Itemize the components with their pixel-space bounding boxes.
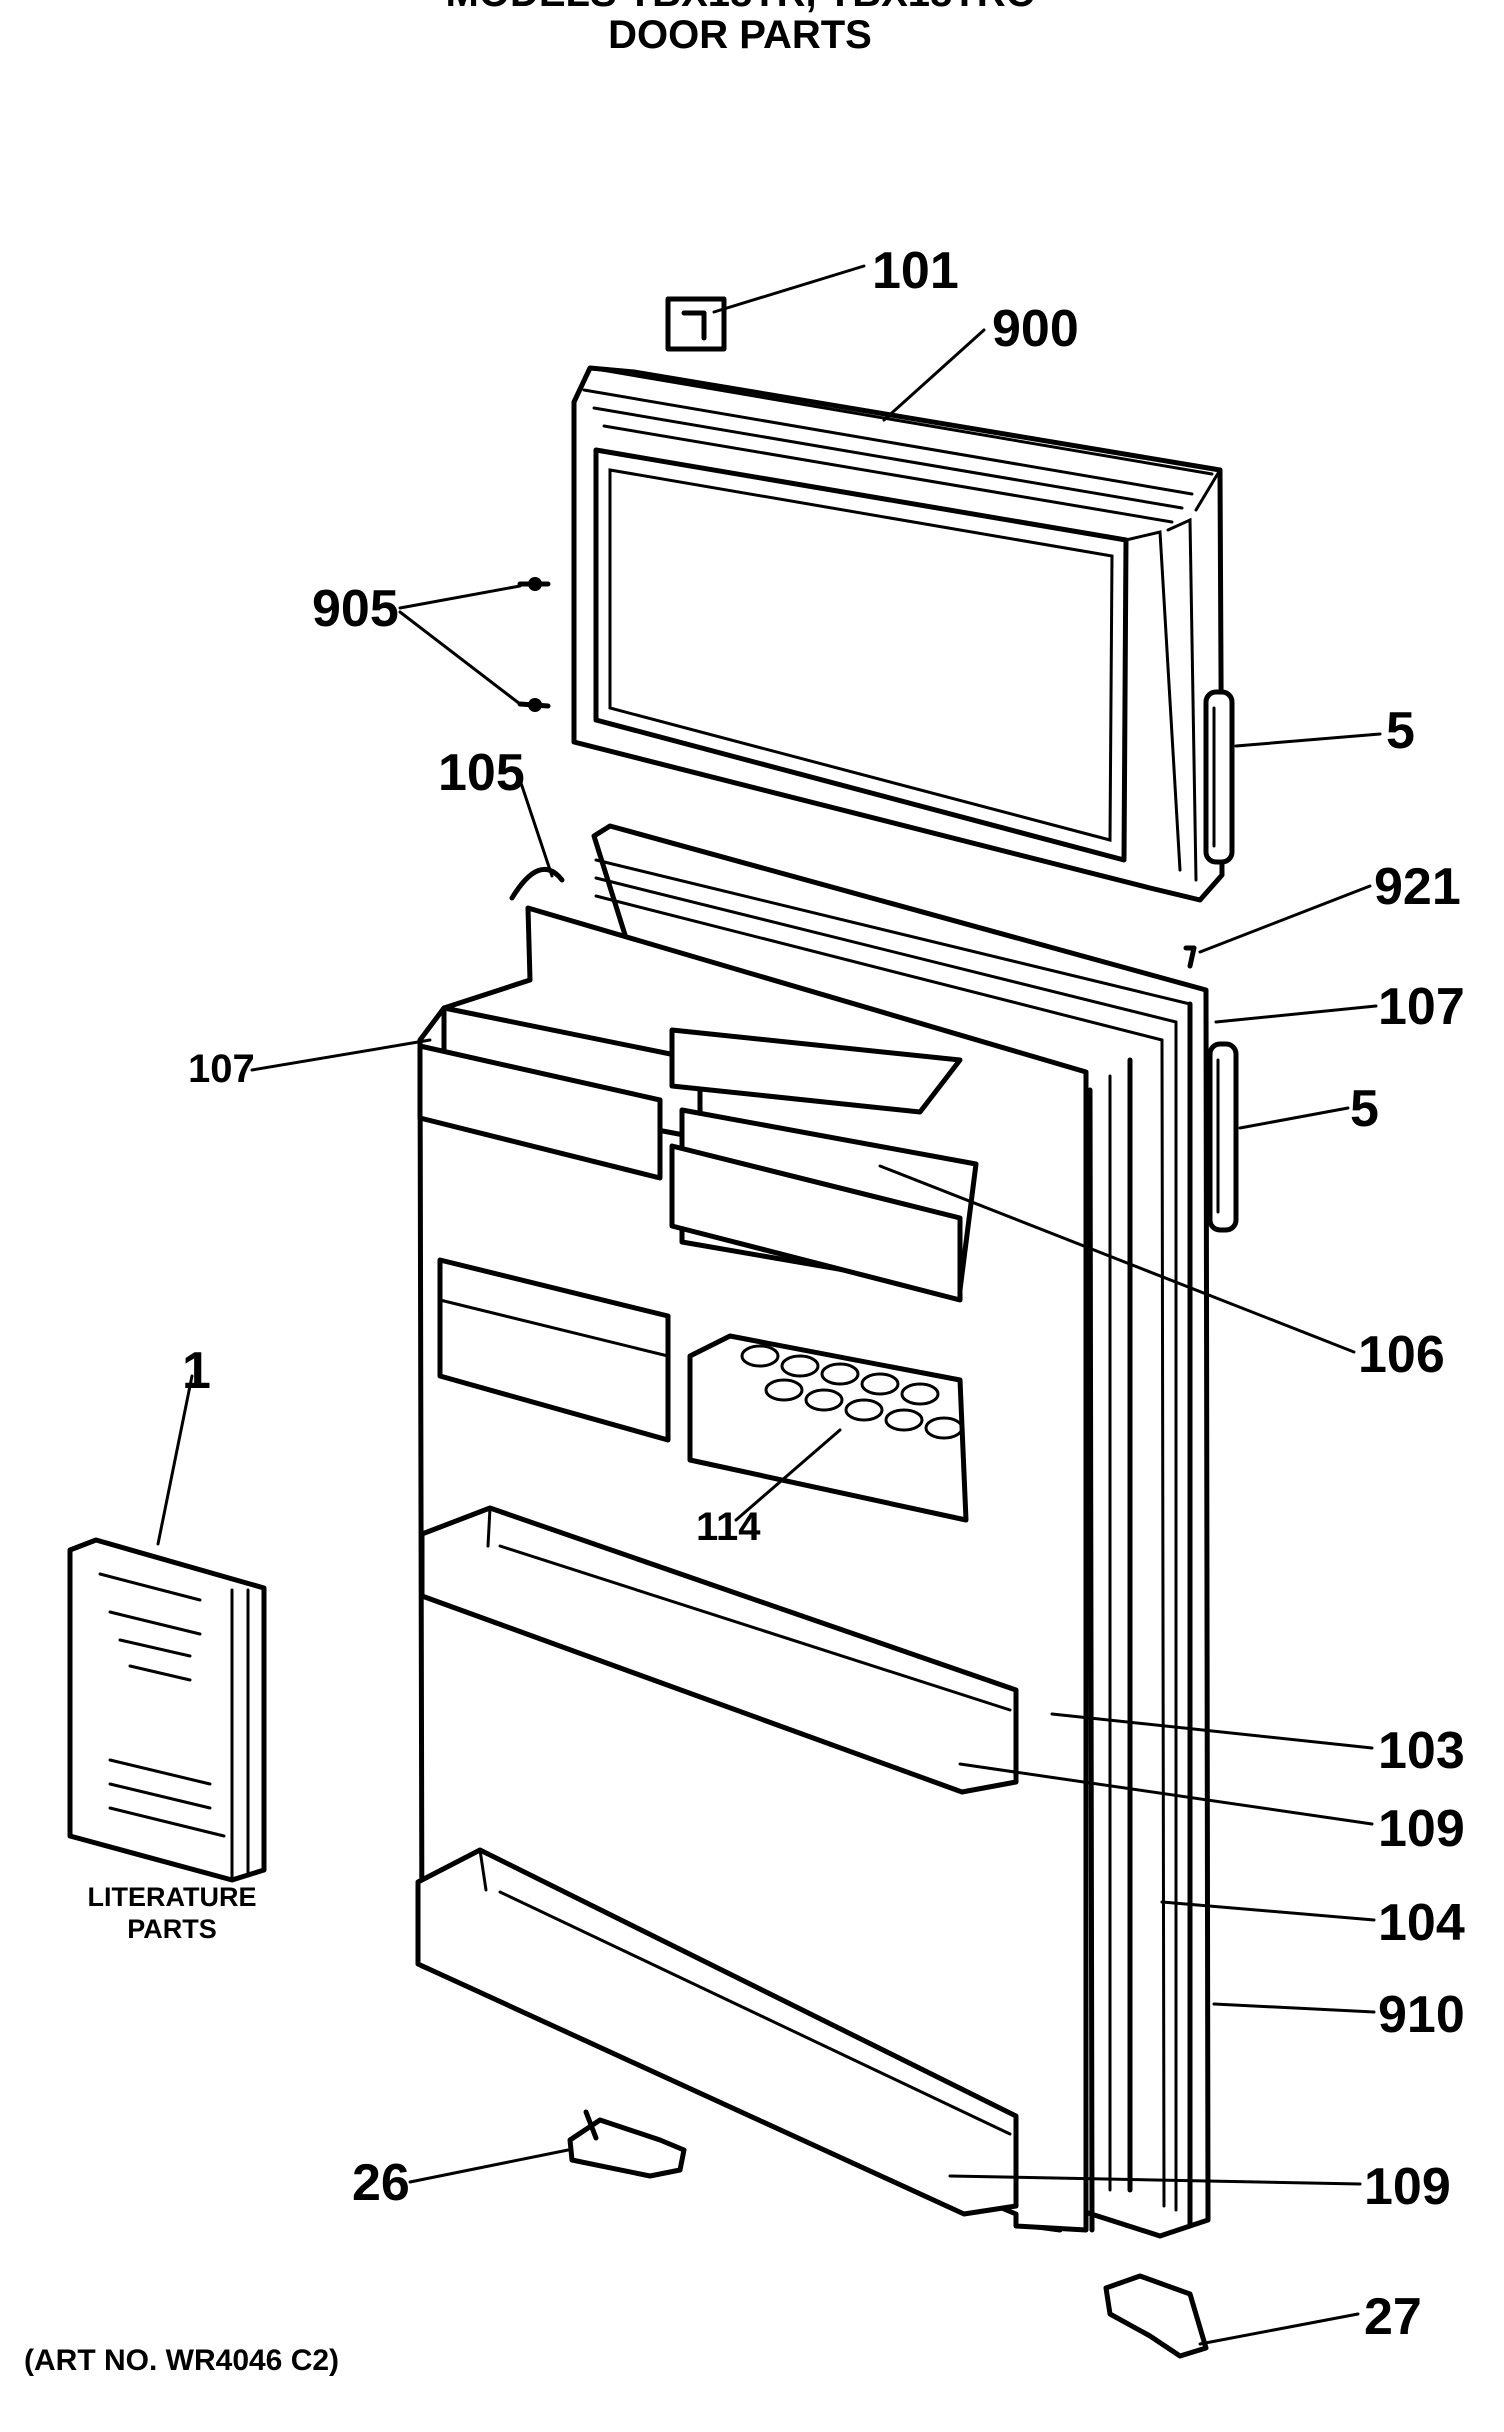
callout-905: 905 — [312, 580, 399, 638]
callout-1: 1 — [182, 1342, 211, 1400]
callout-numbers: 101 900 905 5 105 921 107 107 5 106 1 11… — [182, 242, 1465, 2346]
callout-114: 114 — [696, 1505, 761, 1549]
callout-27: 27 — [1364, 2288, 1422, 2346]
diagram-title-sub: DOOR PARTS — [608, 13, 872, 57]
hinge-pin-26 — [567, 2109, 687, 2179]
literature-booklet — [67, 1537, 267, 1883]
egg-cups — [740, 1344, 964, 1440]
callout-103: 103 — [1378, 1722, 1465, 1780]
callout-5-upper: 5 — [1386, 702, 1415, 760]
callout-104: 104 — [1378, 1894, 1465, 1952]
callout-107-right: 107 — [1378, 978, 1465, 1036]
callout-26: 26 — [352, 2154, 410, 2212]
literature-label-line2: PARTS — [127, 1914, 217, 1944]
callout-101: 101 — [872, 242, 959, 300]
hinge-27 — [1103, 2273, 1209, 2359]
callout-106: 106 — [1358, 1326, 1445, 1384]
callout-105: 105 — [438, 744, 525, 802]
callout-107-left: 107 — [188, 1047, 255, 1091]
freezer-door — [517, 365, 1235, 903]
literature-label-line1: LITERATURE — [88, 1882, 257, 1912]
callout-900: 900 — [992, 300, 1079, 358]
callout-109-lower: 109 — [1364, 2158, 1451, 2216]
callout-5-lower: 5 — [1350, 1080, 1379, 1138]
callout-921: 921 — [1374, 858, 1461, 916]
art-number: (ART NO. WR4046 C2) — [24, 2344, 339, 2377]
diagram-title-top: MODELS TBX18TR, TBX18TRC — [446, 0, 1035, 15]
callout-109-upper: 109 — [1378, 1800, 1465, 1858]
callout-910: 910 — [1378, 1986, 1465, 2044]
fresh-food-door — [415, 823, 1239, 2239]
leader-lines — [156, 264, 1382, 2346]
clip-part-101 — [665, 296, 727, 352]
